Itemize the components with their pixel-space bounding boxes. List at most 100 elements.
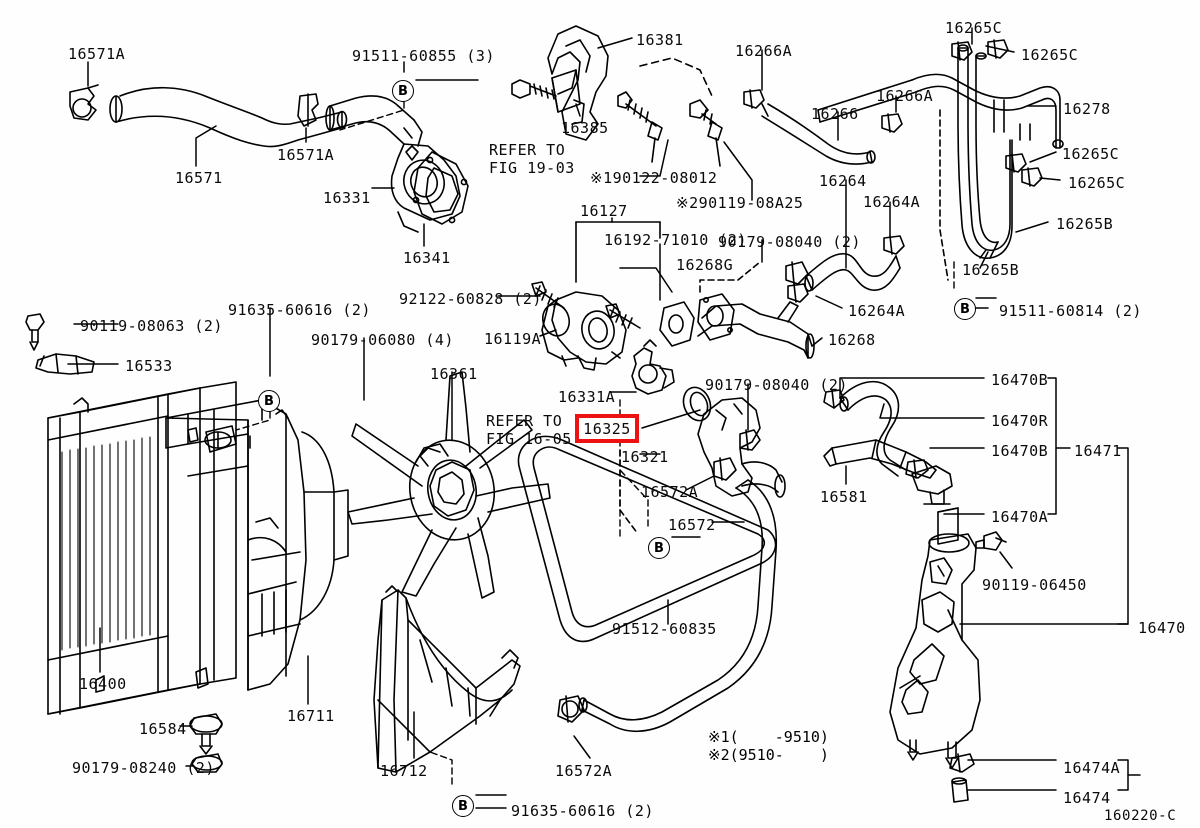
part-callout-16265b[interactable]: 16265B <box>1056 215 1114 233</box>
clip-16264A-left <box>787 283 809 303</box>
part-callout-16361[interactable]: 16361 <box>430 365 478 383</box>
part-callout-16266a[interactable]: 16266A <box>876 87 934 105</box>
part-callout-29011908a25[interactable]: ※290119-08A25 <box>676 194 804 212</box>
part-callout-16474[interactable]: 16474 <box>1063 789 1111 807</box>
part-callout-91511608553[interactable]: 91511-60855 (3) <box>352 47 495 65</box>
part-callout-16470a[interactable]: 16470A <box>991 508 1049 526</box>
footnote-line: ※2(9510- ) <box>708 746 829 764</box>
part-callout-16533[interactable]: 16533 <box>125 357 173 375</box>
part-16268-pipe <box>697 301 815 359</box>
part-16571A-clamp-left <box>69 84 99 121</box>
part-callout-16572a[interactable]: 16572A <box>641 483 699 501</box>
part-16264-hose <box>804 252 901 292</box>
part-16474-plug <box>951 777 969 803</box>
part-callout-9151260835[interactable]: 91512-60835 <box>612 620 717 638</box>
part-callout-16470[interactable]: 16470 <box>1138 619 1186 637</box>
part-callout-16470b[interactable]: 16470B <box>991 442 1049 460</box>
part-16571-hose <box>109 86 348 148</box>
part-callout-16341[interactable]: 16341 <box>403 249 451 267</box>
part-callout-16572a[interactable]: 16572A <box>555 762 613 780</box>
part-callout-16266[interactable]: 16266 <box>811 105 859 123</box>
highlighted-part-16325[interactable]: 16325 <box>575 414 639 443</box>
clip-90179-08040-lower <box>739 429 761 451</box>
part-callout-16119a[interactable]: 16119A <box>484 330 542 348</box>
reference-circle-b: B <box>452 795 474 817</box>
part-callout-16331[interactable]: 16331 <box>323 189 371 207</box>
part-callout-16266a[interactable]: 16266A <box>735 42 793 60</box>
part-16470A-cap <box>911 465 953 505</box>
part-callout-16268[interactable]: 16268 <box>828 331 876 349</box>
part-callout-16581[interactable]: 16581 <box>820 488 868 506</box>
part-callout-16264a[interactable]: 16264A <box>863 193 921 211</box>
part-callout-16584[interactable]: 16584 <box>139 720 187 738</box>
part-callout-16571a[interactable]: 16571A <box>277 146 335 164</box>
bolt-90119-08063 <box>25 313 45 351</box>
clip-90179-08040-upper <box>785 261 809 285</box>
part-callout-16470b[interactable]: 16470B <box>991 371 1049 389</box>
part-16571A-clamp-right <box>297 93 319 127</box>
part-callout-16268g[interactable]: 16268G <box>676 256 734 274</box>
refer-line: REFER TO <box>486 412 563 430</box>
part-callout-9011906450[interactable]: 90119-06450 <box>982 576 1087 594</box>
part-callout-90179060804[interactable]: 90179-06080 (4) <box>311 331 454 349</box>
part-16470R-hose <box>839 380 907 477</box>
part-16321-outlet <box>697 397 786 498</box>
part-callout-16571[interactable]: 16571 <box>175 169 223 187</box>
part-callout-90179080402[interactable]: 90179-08040 (2) <box>718 233 861 251</box>
part-16584-cushion <box>189 713 223 755</box>
part-90179-08240-grommet <box>191 753 223 773</box>
part-callout-16471[interactable]: 16471 <box>1074 442 1122 460</box>
part-16581-bracket <box>823 439 937 479</box>
part-callout-91511608142[interactable]: 91511-60814 (2) <box>999 302 1142 320</box>
part-16474A-cap <box>949 753 975 773</box>
part-callout-90179082402[interactable]: 90179-08240 (2) <box>72 759 215 777</box>
part-callout-16265c[interactable]: 16265C <box>1062 145 1120 163</box>
part-callout-16264a[interactable]: 16264A <box>848 302 906 320</box>
part-callout-16127[interactable]: 16127 <box>580 202 628 220</box>
part-16470-reservoir <box>889 507 981 769</box>
part-16400-radiator <box>47 381 237 715</box>
part-16331A-thermostat <box>631 339 675 395</box>
clip-16266A-right <box>881 113 903 133</box>
part-callout-19012208012[interactable]: ※190122-08012 <box>590 169 718 187</box>
part-callout-91635606162[interactable]: 91635-60616 (2) <box>228 301 371 319</box>
part-callout-16385[interactable]: 16385 <box>561 119 609 137</box>
part-16119A-pump <box>541 291 627 371</box>
part-callout-16192710102[interactable]: 16192-71010 (2) <box>604 231 747 249</box>
part-callout-16321[interactable]: 16321 <box>621 448 669 466</box>
part-16266-hose <box>761 103 876 165</box>
reference-circle-b: B <box>258 390 280 412</box>
part-16361-fan <box>347 371 551 599</box>
part-callout-16571a[interactable]: 16571A <box>68 45 126 63</box>
part-callout-92122608282[interactable]: 92122-60828 (2) <box>399 290 542 308</box>
part-16572-hose <box>578 479 778 733</box>
part-callout-16264[interactable]: 16264 <box>819 172 867 190</box>
part-callout-16474a[interactable]: 16474A <box>1063 759 1121 777</box>
part-callout-16278[interactable]: 16278 <box>1063 100 1111 118</box>
part-callout-90179080402[interactable]: 90179-08040 (2) <box>705 376 848 394</box>
part-callout-16381[interactable]: 16381 <box>636 31 684 49</box>
part-callout-16265c[interactable]: 16265C <box>945 19 1003 37</box>
clip-16572A-top <box>713 457 737 481</box>
leader-lines <box>67 27 1141 809</box>
part-callout-16331a[interactable]: 16331A <box>558 388 616 406</box>
part-callout-91635606162[interactable]: 91635-60616 (2) <box>511 802 654 820</box>
clip-16266A-left <box>743 89 765 109</box>
part-callout-16400[interactable]: 16400 <box>79 675 127 693</box>
part-callout-16470r[interactable]: 16470R <box>991 412 1049 430</box>
part-callout-16711[interactable]: 16711 <box>287 707 335 725</box>
part-callout-16265b[interactable]: 16265B <box>962 261 1020 279</box>
part-callout-16712[interactable]: 16712 <box>380 762 428 780</box>
part-callout-16265c[interactable]: 16265C <box>1021 46 1079 64</box>
part-callout-16265c[interactable]: 16265C <box>1068 174 1126 192</box>
part-callout-90119080632[interactable]: 90119-08063 (2) <box>80 317 223 335</box>
clip-16264A-right <box>883 235 905 255</box>
part-16341-gasket <box>412 151 469 225</box>
part-16265-tube-bundle <box>817 44 1064 259</box>
part-callout-16572[interactable]: 16572 <box>668 516 716 534</box>
reference-circle-b: B <box>392 80 414 102</box>
